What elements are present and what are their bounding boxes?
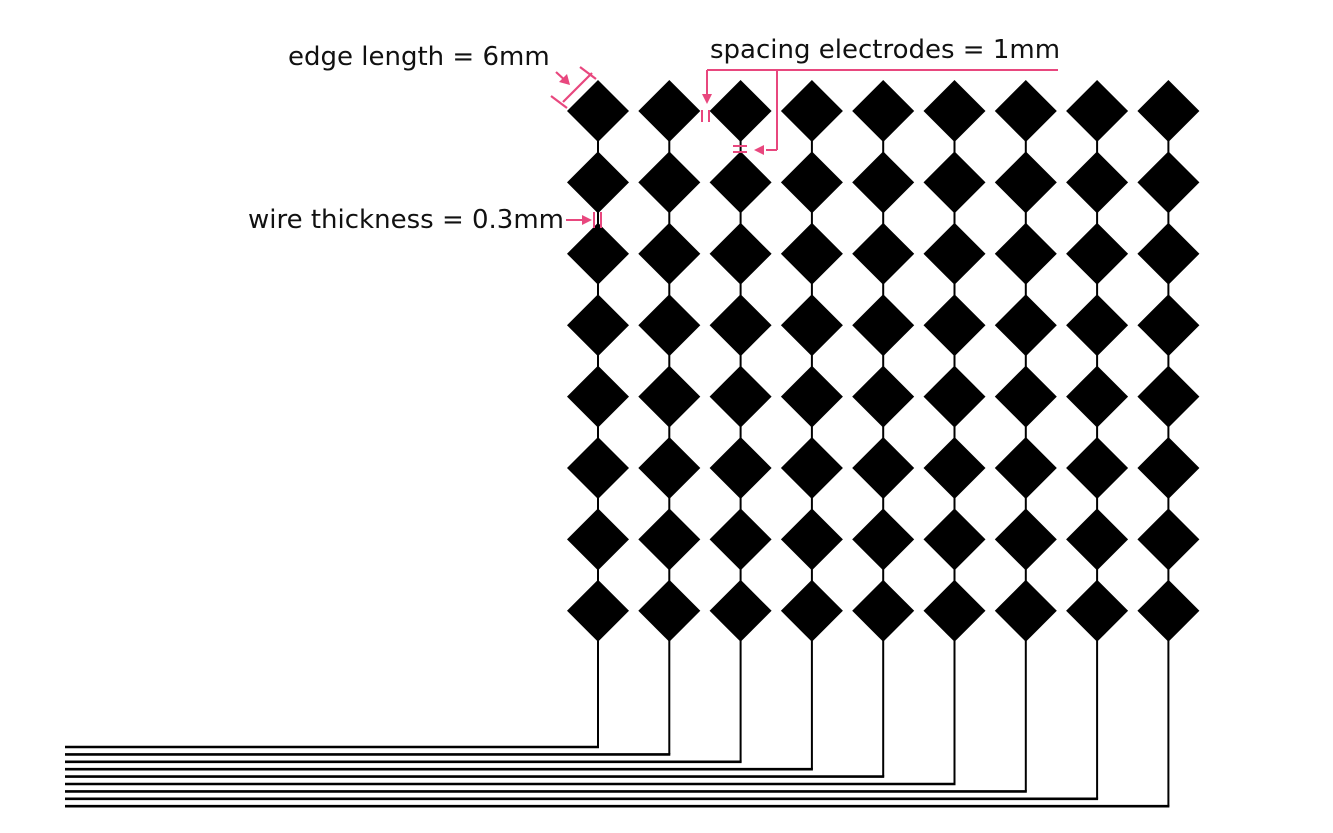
electrode-diamond xyxy=(994,80,1057,142)
electrode-diamond xyxy=(638,508,701,571)
electrode-diamond xyxy=(780,508,843,571)
electrode-diamond xyxy=(1137,579,1200,642)
electrode-diamond xyxy=(1137,365,1200,428)
electrode-diamond xyxy=(709,437,772,499)
edge-length-tick xyxy=(579,66,597,80)
electrode-diamond xyxy=(852,151,915,214)
electrode-diamond xyxy=(1066,80,1129,142)
electrode-diamond xyxy=(1066,508,1129,571)
electrode-diamond xyxy=(1066,294,1129,357)
electrode-diamond xyxy=(638,579,701,642)
wire-thickness-arrowhead xyxy=(582,215,592,225)
spacing-arrowhead-vertical xyxy=(754,145,764,155)
electrode-diamond xyxy=(567,579,629,642)
electrode-diamond xyxy=(923,151,986,214)
wire-thickness-label: wire thickness = 0.3mm xyxy=(248,205,564,235)
electrode-diamond xyxy=(567,294,629,357)
electrode-diamond xyxy=(994,508,1057,571)
electrode-diamond xyxy=(709,80,772,142)
electrode-diamond xyxy=(1137,437,1200,499)
electrode-diamond xyxy=(780,294,843,357)
spacing-arrowhead-horizontal xyxy=(702,94,712,104)
electrode-diamond xyxy=(994,294,1057,357)
electrode-diamond xyxy=(994,222,1057,285)
electrode-diamond xyxy=(1066,437,1129,499)
electrode-diamond xyxy=(852,80,915,142)
electrode-diamond xyxy=(994,437,1057,499)
electrode-diamond xyxy=(1066,579,1129,642)
electrode-diamond xyxy=(709,365,772,428)
electrode-diamond xyxy=(1066,222,1129,285)
spacing-label: spacing electrodes = 1mm xyxy=(710,35,1060,65)
electrode-diamond xyxy=(780,579,843,642)
electrode-diamond xyxy=(567,222,629,285)
electrode-diamond xyxy=(923,508,986,571)
electrode-diamond xyxy=(780,222,843,285)
electrode-diamond xyxy=(638,222,701,285)
electrode-diamond xyxy=(638,151,701,214)
electrode-diamond xyxy=(780,80,843,142)
edge-length-label: edge length = 6mm xyxy=(288,42,550,72)
electrode-diamond xyxy=(852,508,915,571)
electrode-diamond xyxy=(567,151,629,214)
electrode-diamond xyxy=(1137,80,1200,142)
electrode-grid xyxy=(567,80,1200,642)
electrode-diamond xyxy=(638,365,701,428)
electrode-diamond xyxy=(1137,151,1200,214)
electrode-diamond xyxy=(994,365,1057,428)
electrode-diamond xyxy=(567,437,629,499)
electrode-diamond xyxy=(709,294,772,357)
electrode-diamond xyxy=(638,294,701,357)
electrode-diamond xyxy=(780,365,843,428)
edge-length-tick xyxy=(550,95,568,109)
electrode-diamond xyxy=(638,80,701,142)
electrode-diamond xyxy=(852,437,915,499)
electrode-diamond xyxy=(709,508,772,571)
electrode-diamond xyxy=(923,437,986,499)
electrode-diamond xyxy=(923,365,986,428)
electrode-diamond xyxy=(567,80,629,142)
electrode-diamond xyxy=(709,222,772,285)
electrode-diamond xyxy=(994,151,1057,214)
electrode-diamond xyxy=(852,579,915,642)
electrode-diamond xyxy=(1066,151,1129,214)
electrode-diamond xyxy=(709,579,772,642)
electrode-diamond xyxy=(923,294,986,357)
electrode-diamond xyxy=(1137,222,1200,285)
electrode-diamond xyxy=(923,222,986,285)
electrode-diamond xyxy=(780,151,843,214)
electrode-diamond xyxy=(852,365,915,428)
electrode-diamond xyxy=(994,579,1057,642)
electrode-diamond xyxy=(852,294,915,357)
edge-length-dimension-line xyxy=(562,72,593,103)
electrode-diamond xyxy=(1066,365,1129,428)
annotation-markers xyxy=(550,66,1058,228)
electrode-diamond xyxy=(923,80,986,142)
electrode-diamond xyxy=(709,151,772,214)
electrode-diamond xyxy=(780,437,843,499)
edge-length-arrowhead xyxy=(559,74,570,85)
electrode-diamond xyxy=(923,579,986,642)
electrode-diamond xyxy=(1137,294,1200,357)
electrode-diamond xyxy=(638,437,701,499)
electrode-diamond xyxy=(567,365,629,428)
electrode-diamond xyxy=(567,508,629,571)
electrode-diamond xyxy=(852,222,915,285)
electrode-diamond xyxy=(1137,508,1200,571)
